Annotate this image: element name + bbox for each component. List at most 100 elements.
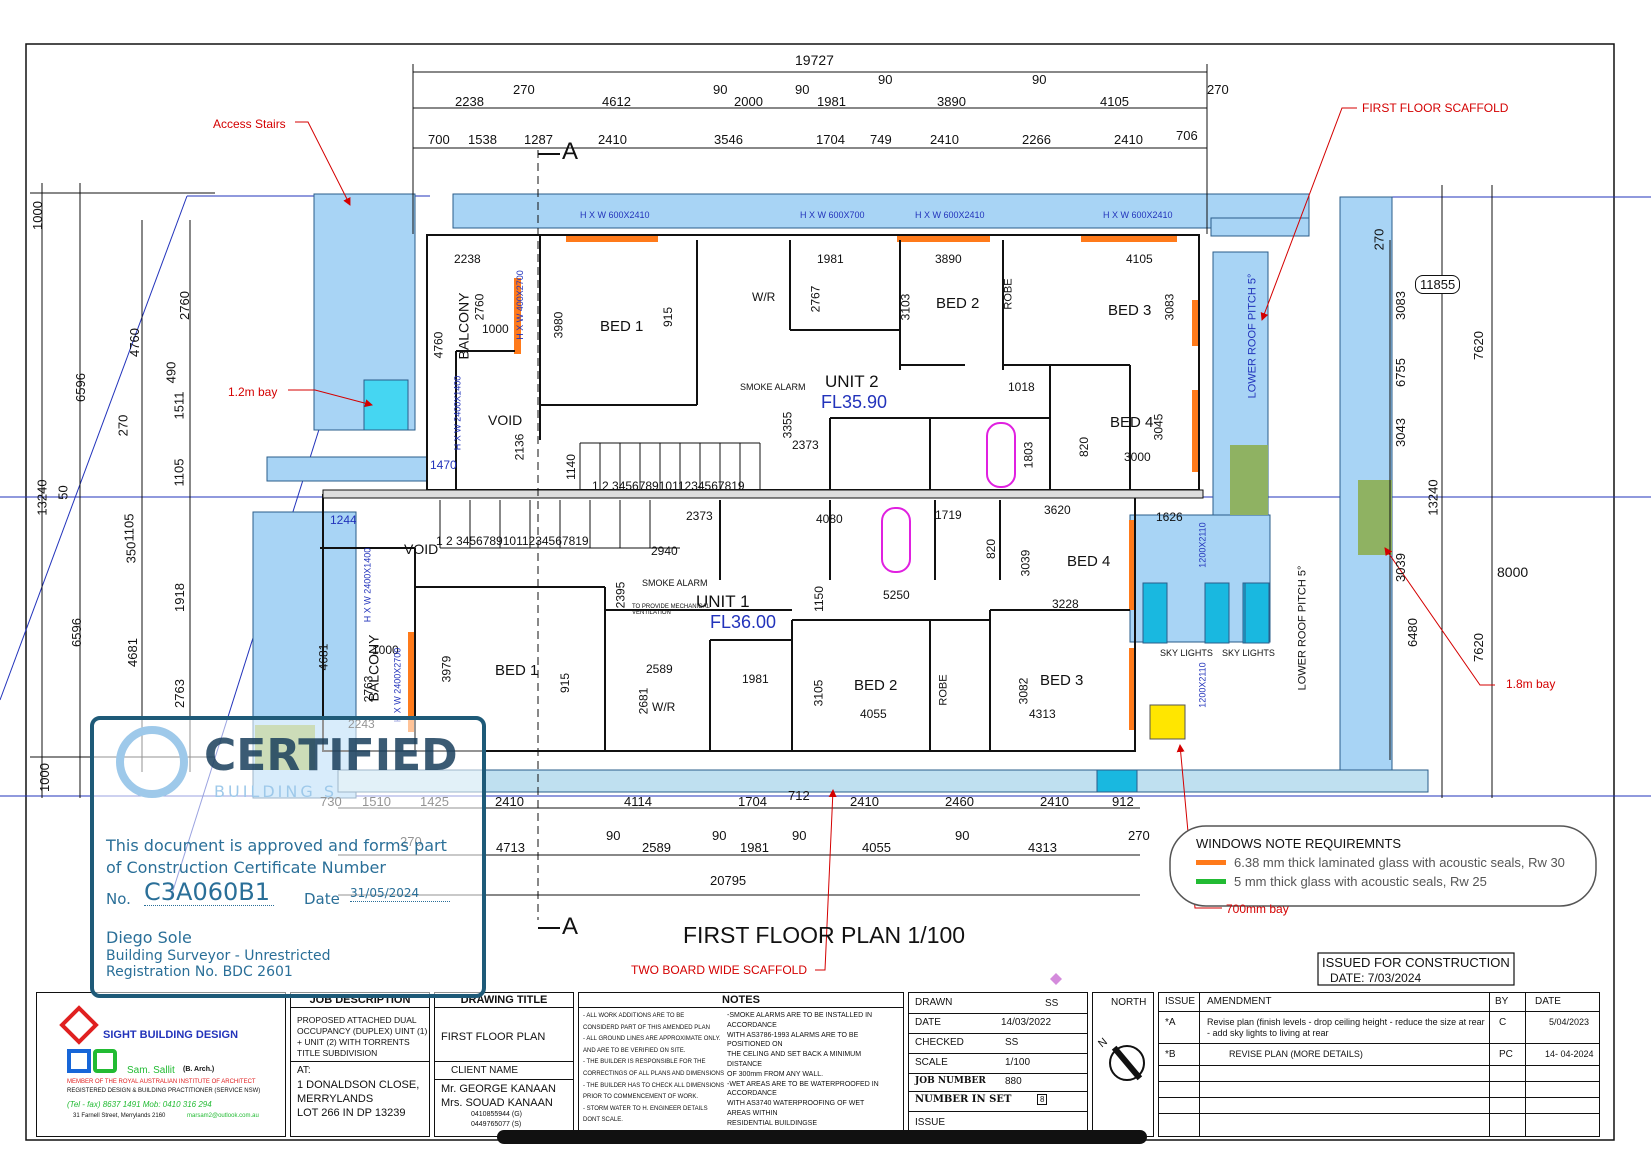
u2-window-tag: H X W 600X2410 [1103, 210, 1173, 220]
divider [909, 1033, 1087, 1034]
checked-label: CHECKED [915, 1037, 964, 1048]
u2-dim: 3355 [780, 411, 795, 439]
room-u1-bed1: BED 1 [495, 662, 539, 679]
unit2-floor-level: FL35.90 [821, 392, 888, 412]
dim: 2410 [598, 132, 627, 147]
number-in-set-value: 8 [1037, 1094, 1048, 1105]
site-address-2: MERRYLANDS [297, 1093, 374, 1105]
date-heading: DATE [1535, 996, 1561, 1007]
note-line: - THE BUILDER IS RESPONSIBLE FOR THE [583, 1059, 706, 1066]
u2-dim: 3890 [935, 252, 962, 266]
u1-dim: 3039 [1018, 549, 1033, 577]
dim: 4313 [1028, 840, 1057, 855]
u2-dim: 915 [661, 306, 676, 328]
scroll-bar[interactable] [497, 1130, 1147, 1144]
u1-dim: 4055 [860, 707, 887, 721]
drawing-title-heading: DRAWING TITLE [435, 993, 573, 1008]
u1-mech-ventilation: TO PROVIDE MECHANICAL VENTILATION [632, 604, 710, 616]
skylight-label: SKY LIGHTS [1222, 648, 1275, 658]
divider [1159, 1043, 1599, 1044]
divider [435, 1061, 573, 1062]
dim: 2460 [945, 794, 974, 809]
stamp-date-label: Date [304, 890, 340, 908]
dim: 1981 [740, 840, 769, 855]
divider [909, 1111, 1087, 1112]
u2-window-tag: H X W 400X2700 [514, 270, 525, 340]
divider [909, 1091, 1087, 1092]
party-wall [322, 489, 1204, 499]
dim: 3890 [937, 94, 966, 109]
dim: 90 [1032, 72, 1047, 87]
certified-logo-icon [116, 726, 188, 798]
dim: 706 [1176, 128, 1198, 143]
u2-dim: 1000 [482, 322, 509, 336]
u2-dim: 3083 [1162, 293, 1177, 321]
unit1-label: UNIT 1 [696, 592, 750, 611]
note-line: OF 300mm FROM ANY WALL. [727, 1070, 824, 1078]
note-line: DISTANCE [727, 1060, 762, 1068]
client-name-2: Mrs. SOUAD KANAAN [441, 1097, 553, 1109]
dim: 2238 [455, 94, 484, 109]
note-line: CONSIDERD PART OF THIS AMENDED PLAN [583, 1024, 710, 1031]
bathtubs [881, 422, 1016, 573]
issue-label: ISSUE [915, 1117, 946, 1128]
site-address-1: 1 DONALDSON CLOSE, [297, 1079, 420, 1091]
divider [1159, 1081, 1599, 1082]
u2-dim: 3045 [1151, 413, 1166, 441]
windows-note-text: 6.38 mm thick laminated glass with acous… [1234, 855, 1565, 870]
north-label: NORTH [1111, 997, 1147, 1008]
u1-dim: 1981 [742, 672, 769, 686]
u2-dim: 2136 [512, 433, 527, 461]
room-u2-bed1: BED 1 [600, 318, 644, 335]
room-u2-bed3: BED 3 [1108, 302, 1152, 319]
number-in-set-label: NUMBER IN SET [915, 1094, 1012, 1105]
dim-left-2760: 2760 [176, 291, 192, 320]
note-line: -SMOKE ALARMS ARE TO BE INSTALLED IN [727, 1012, 873, 1019]
stamp-line-2: of Construction Certificate Number [106, 858, 386, 877]
dim: 90 [606, 828, 621, 843]
divider [909, 1053, 1087, 1054]
amendment-by: PC [1499, 1049, 1513, 1060]
note-line: ACCORDANCE [727, 1021, 777, 1029]
certified-stamp: CERTIFIED BUILDING S This document is ap… [90, 716, 486, 998]
dim-left-1105a: 1105 [171, 458, 187, 487]
notes-heading: NOTES [579, 993, 903, 1008]
section-marker-bottom: A [562, 913, 579, 940]
dim-left-1105b: 1105 [121, 513, 137, 542]
dim-right-270: 270 [1371, 228, 1387, 251]
amendment-date: 14- 04-2024 [1545, 1049, 1594, 1059]
u1-dim: 1000 [372, 643, 399, 657]
dim: 2410 [850, 794, 879, 809]
annotation-bay-1-2m: 1.2m bay [228, 385, 278, 399]
dim: 1538 [468, 132, 497, 147]
u2-dim: 1981 [817, 252, 844, 266]
dim: 1287 [524, 132, 553, 147]
logo-square-icon [67, 1049, 91, 1073]
north-arrow-icon [1109, 1045, 1145, 1081]
u1-dim: 2373 [686, 509, 713, 523]
amendment-text: REVISE PLAN (MORE DETAILS) [1229, 1049, 1363, 1059]
dim: 700 [428, 132, 450, 147]
member-text: MEMBER OF THE ROYAL AUSTRALIAN INSTITUTE… [67, 1079, 256, 1085]
dim: 270 [1128, 828, 1150, 843]
note-line: - ALL WORK ADDITIONS ARE TO BE [583, 1013, 685, 1019]
dim: 90 [792, 828, 807, 843]
u1-dim: 3228 [1052, 597, 1079, 611]
scaffold [252, 193, 1429, 799]
dim: 4055 [862, 840, 891, 855]
site-address-3: LOT 266 IN DP 13239 [297, 1107, 406, 1119]
annotation-bay-700mm: 700mm bay [1226, 902, 1289, 916]
designer-name: Sam. Sallit [127, 1065, 175, 1076]
dim-right-7620b: 7620 [1470, 633, 1486, 662]
room-u1-bed3: BED 3 [1040, 672, 1084, 689]
windows-note-title: WINDOWS NOTE REQUIREMNTS [1196, 836, 1402, 851]
u2-dim: 1018 [1008, 380, 1035, 394]
dim-right-13240: 13240 [1425, 479, 1441, 516]
u2-stair-numbers: 1 2 34567891011234567819 [592, 479, 745, 493]
dim-right-7620a: 7620 [1470, 331, 1486, 360]
issued-stamp-box [1317, 952, 1515, 986]
section-marker-top: A [562, 138, 579, 165]
drawn-label: DRAWN [915, 997, 953, 1008]
windows-note-item: 5 mm thick glass with acoustic seals, Rw… [1196, 874, 1487, 889]
